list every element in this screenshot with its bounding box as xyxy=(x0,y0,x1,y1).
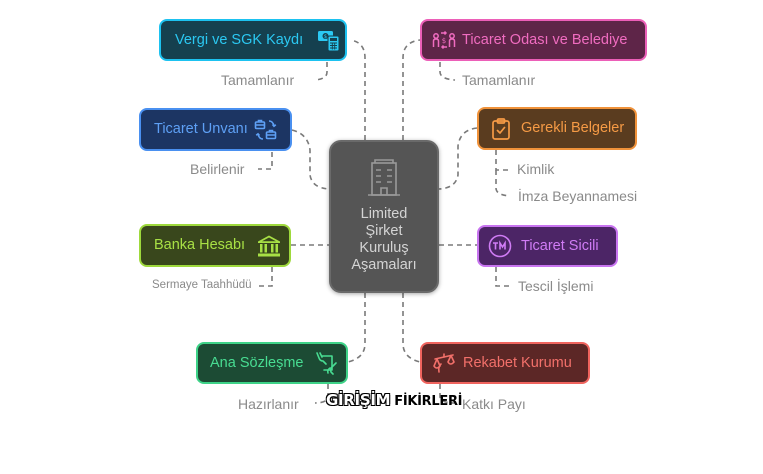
node-label: Ticaret Sicili xyxy=(521,237,599,254)
building-icon xyxy=(368,159,400,196)
connector-oda xyxy=(402,39,421,140)
connector-unvan xyxy=(291,129,330,190)
connector-vergi-sub xyxy=(314,62,328,81)
watermark-part2: FİKİRLERİ xyxy=(394,394,463,409)
node-banka-hesabi[interactable]: Banka Hesabı xyxy=(139,224,291,267)
sub-sozlesme-hazirlanir: Hazırlanır xyxy=(238,396,299,412)
sub-belgeler-imza-beyannamesi: İmza Beyannamesi xyxy=(518,188,638,204)
sub-oda-tamamlanir: Tamamlanır xyxy=(462,72,536,88)
node-ticaret-odasi-belediye[interactable]: $ Ticaret Odası ve Belediye xyxy=(420,19,647,61)
connector-oda-sub xyxy=(439,62,456,81)
money-calculator-icon: $ xyxy=(317,28,341,52)
node-ana-sozlesme[interactable]: Ana Sözleşme xyxy=(196,342,348,384)
center-title-line: Aşamaları xyxy=(351,257,417,273)
center-node[interactable]: Limited Şirket Kuruluş Aşamaları xyxy=(329,140,439,293)
bank-icon xyxy=(257,234,281,258)
sub-sicil-tescil-islemi: Tescil İşlemi xyxy=(518,278,594,294)
connector-sozlesme xyxy=(347,293,366,363)
node-label: Ticaret Odası ve Belediye xyxy=(462,31,628,48)
people-exchange-icon: $ xyxy=(432,28,456,52)
node-label: Ticaret Unvanı xyxy=(154,121,248,138)
node-label: Rekabet Kurumu xyxy=(463,354,572,371)
node-label: Banka Hesabı xyxy=(154,237,246,254)
node-ticaret-unvani[interactable]: Ticaret Unvanı xyxy=(139,108,292,151)
sub-banka-sermaye: Sermaye Taahhüdü xyxy=(152,279,252,291)
node-rekabet-kurumu[interactable]: Rekabet Kurumu xyxy=(420,342,590,384)
signing-hand-icon xyxy=(314,351,338,375)
svg-text:$: $ xyxy=(324,34,327,40)
connector-banka-sub xyxy=(258,267,273,287)
trademark-icon xyxy=(488,234,512,258)
sub-unvan-belirlenir: Belirlenir xyxy=(190,161,245,177)
node-label: Ana Sözleşme xyxy=(210,354,304,371)
center-title: Limited Şirket Kuruluş Aşamaları xyxy=(351,206,416,274)
node-gerekli-belgeler[interactable]: Gerekli Belgeler xyxy=(477,107,637,150)
sub-rekabet-katki-payi: Katkı Payı xyxy=(462,396,526,412)
watermark-part1: GİRİŞİM xyxy=(325,391,391,409)
connector-unvan-sub xyxy=(258,152,273,170)
node-vergi-sgk[interactable]: Vergi ve SGK Kaydı $ xyxy=(159,19,347,61)
node-label: Vergi ve SGK Kaydı xyxy=(175,31,304,48)
connector-belgeler xyxy=(438,127,478,190)
node-label: Gerekli Belgeler xyxy=(521,120,625,137)
clipboard-check-icon xyxy=(489,117,513,141)
connector-vergi xyxy=(349,39,366,140)
scales-icon xyxy=(432,351,456,375)
connector-belgeler-sub1 xyxy=(495,150,510,171)
sub-vergi-tamamlanir: Tamamlanır xyxy=(221,72,295,88)
center-title-line: Şirket xyxy=(365,223,403,239)
connector-belgeler-sub2 xyxy=(495,170,511,197)
connector-sicil-sub xyxy=(495,267,510,287)
connector-rekabet xyxy=(402,293,421,363)
briefcase-swap-icon xyxy=(254,118,278,142)
center-title-line: Kuruluş xyxy=(359,240,409,256)
node-ticaret-sicili[interactable]: Ticaret Sicili xyxy=(477,225,618,267)
svg-text:$: $ xyxy=(442,37,446,45)
sub-belgeler-kimlik: Kimlik xyxy=(517,161,555,177)
center-title-line: Limited xyxy=(360,206,408,222)
